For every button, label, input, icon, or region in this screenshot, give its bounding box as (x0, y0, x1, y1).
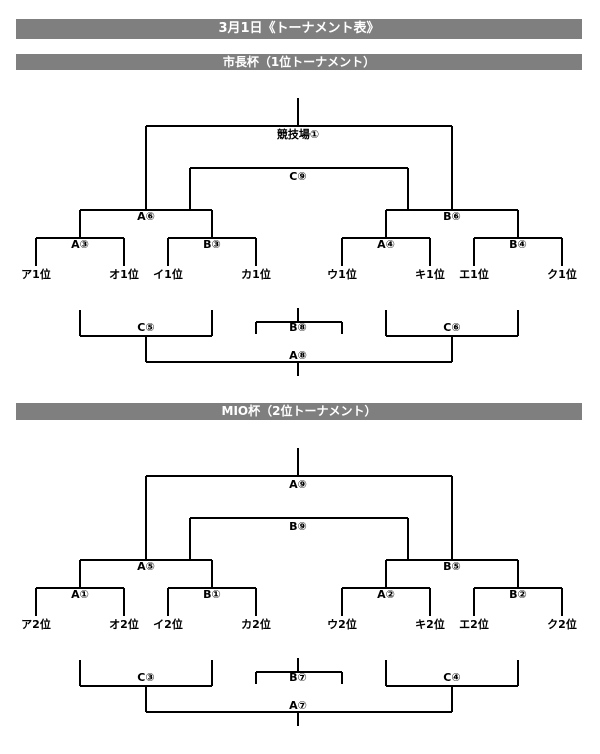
consolation-right-label: C④ (443, 671, 460, 684)
consolation-final-label: A⑦ (289, 699, 307, 712)
team-label: オ1位 (109, 267, 139, 281)
consolation-bracket-lines (79, 308, 519, 376)
team-label: ク2位 (547, 617, 577, 631)
consolation-final-label: A⑧ (289, 349, 307, 362)
r1-match-label: A④ (377, 238, 395, 251)
page-title: 3月1日《トーナメント表》 (16, 19, 582, 39)
bracket-mayor-cup: 競技場① C⑨ A⑥ B⑥ A③ B③ A④ B④ ア1位 オ1位 イ1位 カ1… (21, 98, 577, 376)
section-header-mayor-cup: 市長杯（1位トーナメント） (16, 54, 582, 70)
team-label: ア1位 (21, 267, 51, 281)
r1-match-label: B② (509, 588, 527, 601)
team-label: ク1位 (547, 267, 577, 281)
qf-left-label: A⑥ (137, 210, 155, 223)
team-label: ウ1位 (327, 267, 357, 281)
r1-match-label: A② (377, 588, 395, 601)
consolation-right-label: C⑥ (443, 321, 460, 334)
semi-match-label: C⑨ (289, 170, 306, 183)
team-label: ウ2位 (327, 617, 357, 631)
r1-match-label: B③ (203, 238, 221, 251)
team-label: カ1位 (241, 267, 271, 281)
semi-match-label: B⑨ (289, 520, 307, 533)
consolation-left-label: C③ (137, 671, 154, 684)
team-label: エ2位 (459, 617, 489, 631)
main-bracket-lines (35, 98, 563, 266)
consolation-bracket-lines (79, 658, 519, 726)
consolation-middle-label: B⑦ (289, 671, 307, 684)
team-label: カ2位 (241, 617, 271, 631)
team-label: キ2位 (415, 617, 445, 631)
r1-match-label: B④ (509, 238, 527, 251)
r1-match-label: B① (203, 588, 221, 601)
team-label: イ1位 (153, 267, 183, 281)
qf-right-label: B⑤ (443, 560, 461, 573)
main-bracket-lines (35, 448, 563, 616)
consolation-left-label: C⑤ (137, 321, 154, 334)
team-label: ア2位 (21, 617, 51, 631)
team-label: イ2位 (153, 617, 183, 631)
team-label: オ2位 (109, 617, 139, 631)
final-match-label: A⑨ (289, 478, 307, 491)
team-label: キ1位 (415, 267, 445, 281)
consolation-middle-label: B⑧ (289, 321, 307, 334)
qf-right-label: B⑥ (443, 210, 461, 223)
final-match-label: 競技場① (277, 127, 319, 141)
team-label: エ1位 (459, 267, 489, 281)
section-header-mio-cup: MIO杯（2位トーナメント） (16, 403, 582, 420)
r1-match-label: A① (71, 588, 89, 601)
r1-match-label: A③ (71, 238, 89, 251)
bracket-mio-cup: A⑨ B⑨ A⑤ B⑤ A① B① A② B② ア2位 オ2位 イ2位 カ2位 … (21, 448, 577, 726)
qf-left-label: A⑤ (137, 560, 155, 573)
